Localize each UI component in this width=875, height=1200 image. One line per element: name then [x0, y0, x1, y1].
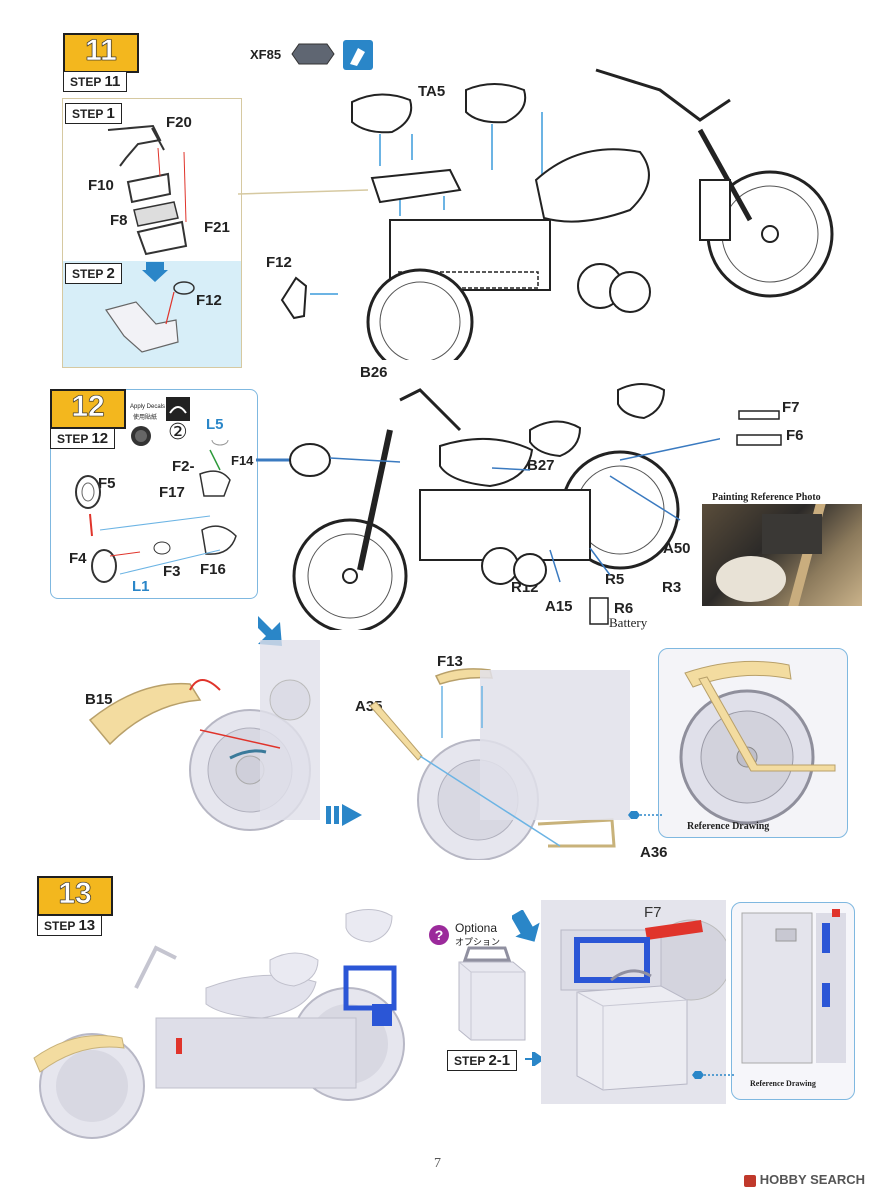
part-F14: F14 — [231, 453, 254, 468]
step12-badge: 12 — [50, 389, 126, 429]
part-F8: F8 — [110, 212, 128, 229]
part-A36: A36 — [640, 844, 668, 861]
substep2-label: STEP 2 — [65, 263, 122, 284]
connector-line-11 — [238, 189, 368, 195]
part-F12-main: F12 — [266, 254, 292, 271]
headlight-parts-drawing — [75, 440, 237, 583]
fender-reference-drawing — [679, 660, 836, 825]
flow-arrow-down-right — [512, 910, 540, 942]
watermark-logo-icon — [744, 1174, 757, 1187]
part-F17: F17 — [159, 484, 185, 501]
parts-F7-F6-drawing — [736, 410, 782, 446]
page-number: 7 — [434, 1156, 441, 1171]
step11-label: STEP 11 — [63, 71, 128, 92]
part-L1: L1 — [132, 578, 150, 595]
option-label-jp: オプション — [455, 937, 501, 947]
fender-reference-frame: Reference Drawing — [658, 648, 848, 838]
step2-arrow — [142, 262, 168, 282]
fender-install-drawing — [88, 640, 320, 831]
reference-connector-1 — [628, 811, 664, 819]
part-F20: F20 — [166, 114, 192, 131]
motorcycle-step13-drawing — [33, 909, 405, 1139]
step12-label: STEP 12 — [50, 428, 116, 449]
motorcycle-step11-drawing — [280, 68, 834, 360]
fender-ref-caption: Reference Drawing — [687, 821, 770, 832]
part-A15: A15 — [545, 598, 573, 615]
step12-number: 12 — [71, 390, 105, 423]
option-label-en: Optiona — [455, 921, 498, 935]
part-R6: R6 — [614, 600, 634, 617]
part-F7: F7 — [782, 399, 800, 416]
decal-label-en: Apply Decals — [130, 404, 166, 410]
part-L5: L5 — [206, 416, 224, 433]
substep1-label: STEP 1 — [65, 103, 122, 124]
battery-box-drawing — [458, 946, 526, 1041]
battery-ref-caption: Reference Drawing — [750, 1079, 816, 1088]
part-TA5: TA5 — [418, 83, 446, 100]
reference-connector-2 — [692, 1071, 736, 1079]
paint-hex-icon — [291, 43, 335, 65]
part-F5: F5 — [98, 475, 116, 492]
part-R5: R5 — [605, 571, 625, 588]
part-F4: F4 — [69, 550, 87, 567]
part-B15: B15 — [85, 691, 113, 708]
battery-detail-drawing — [560, 919, 726, 1091]
substep2-drawing — [105, 281, 195, 353]
part-F6: F6 — [786, 427, 804, 444]
decal-icon — [166, 397, 190, 421]
flow-arrow-right — [326, 804, 362, 826]
battery-detail-view: F7 — [541, 900, 726, 1104]
part-B27: B27 — [527, 457, 555, 474]
fender-stay-drawing — [369, 668, 630, 860]
part-F12-sub: F12 — [196, 292, 222, 309]
step11-number: 11 — [85, 34, 117, 67]
watermark: HOBBY SEARCH — [744, 1172, 865, 1187]
option-icon: ? — [429, 925, 449, 945]
part-F10: F10 — [88, 177, 114, 194]
photo-caption: Painting Reference Photo — [712, 492, 821, 503]
motorcycle-step12-drawing — [289, 383, 720, 630]
battery-reference-frame: Reference Drawing — [731, 902, 855, 1100]
substep-2-1-label: STEP 2-1 — [447, 1050, 518, 1071]
step13-label: STEP 13 — [37, 915, 103, 936]
step13-number: 13 — [58, 877, 92, 910]
part-F16: F16 — [200, 561, 226, 578]
substep-2-1-arrow — [525, 1052, 543, 1066]
decal-label-jp: 使用貼紙 — [133, 415, 158, 421]
decal-number: ② — [168, 420, 188, 445]
gauge-icon — [131, 426, 151, 446]
part-F21: F21 — [204, 219, 230, 236]
painting-reference-photo — [702, 504, 862, 606]
step11-badge: 11 — [63, 33, 139, 73]
part-F7-detail: F7 — [644, 904, 662, 921]
flow-arrow-diagonal — [258, 616, 282, 646]
part-F13: F13 — [437, 653, 463, 670]
battery-label: Battery — [609, 615, 648, 630]
part-B26: B26 — [360, 364, 388, 381]
paint-code: XF85 — [250, 47, 282, 62]
part-F3: F3 — [163, 563, 181, 580]
part-F2: F2- — [172, 458, 195, 475]
part-A50: A50 — [663, 540, 691, 557]
svg-text:?: ? — [435, 927, 444, 943]
part-R3: R3 — [662, 579, 682, 596]
seat-frame-drawing — [107, 124, 188, 256]
glue-icon — [343, 40, 373, 70]
battery-reference-drawing — [741, 909, 846, 1064]
